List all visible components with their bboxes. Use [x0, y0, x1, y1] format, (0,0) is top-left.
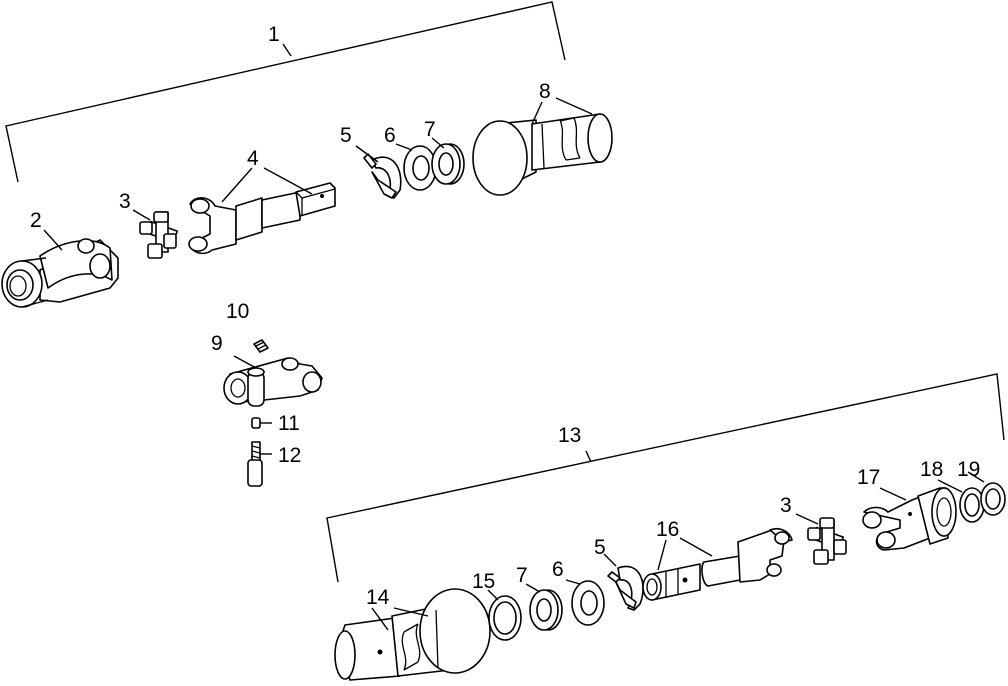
part-14-guard-cone-lower	[334, 588, 491, 681]
leader-lines	[43, 97, 985, 631]
callout-7-top: 7	[424, 118, 436, 141]
callout-6-lower: 6	[552, 558, 564, 581]
part-10-spring-pin	[253, 339, 269, 353]
part-18-ring	[959, 487, 985, 523]
part-3-cross-joint-top	[139, 211, 179, 259]
part-11-small-pin	[251, 417, 272, 429]
callout-labels: 1 2 3 4 5 6 7 8 9 10 11 12 13 14 15 7 6 …	[30, 23, 980, 609]
callout-12: 12	[278, 444, 301, 467]
callout-5-top: 5	[340, 124, 352, 147]
callout-11: 11	[278, 412, 300, 435]
callout-19: 19	[957, 458, 980, 481]
callout-1: 1	[268, 23, 280, 46]
assembly-13-bracket	[326, 373, 1005, 583]
callout-3-lower: 3	[780, 494, 792, 517]
callout-13: 13	[558, 424, 581, 447]
callout-15: 15	[472, 570, 495, 593]
part-3-cross-joint-lower	[807, 517, 847, 565]
part-6-ring-lower	[571, 580, 605, 626]
callout-17: 17	[857, 466, 880, 489]
callout-16: 16	[656, 518, 679, 541]
part-8-guard-cone	[472, 113, 613, 196]
callout-14: 14	[366, 586, 390, 609]
callout-5-lower: 5	[594, 536, 606, 559]
part-9-pin-yoke	[223, 357, 323, 407]
assembly-1-bracket	[5, 1, 566, 183]
callout-9: 9	[211, 332, 223, 355]
part-16-inner-yoke-tube-lower	[642, 527, 793, 601]
part-17-outer-yoke-lower	[862, 487, 957, 551]
part-19-ring	[980, 482, 1006, 516]
callout-3-top: 3	[119, 190, 131, 213]
part-6-ring-top	[403, 145, 437, 191]
callout-2: 2	[30, 209, 42, 232]
part-4-inner-yoke-tube	[188, 182, 336, 255]
callout-7-lower: 7	[516, 564, 528, 587]
callout-18: 18	[920, 458, 943, 481]
callout-4: 4	[247, 147, 259, 170]
part-15-ring	[488, 595, 522, 641]
callout-8: 8	[539, 80, 551, 103]
part-5-clip-lower	[607, 565, 644, 611]
part-5-clip-top	[363, 153, 402, 199]
callout-10: 10	[226, 300, 249, 323]
callout-6-top: 6	[384, 124, 396, 147]
part-2-outer-yoke	[1, 238, 119, 308]
part-12-bolt	[247, 441, 263, 487]
part-7-bearing-top	[431, 143, 465, 185]
part-7-bearing-lower	[529, 589, 563, 631]
